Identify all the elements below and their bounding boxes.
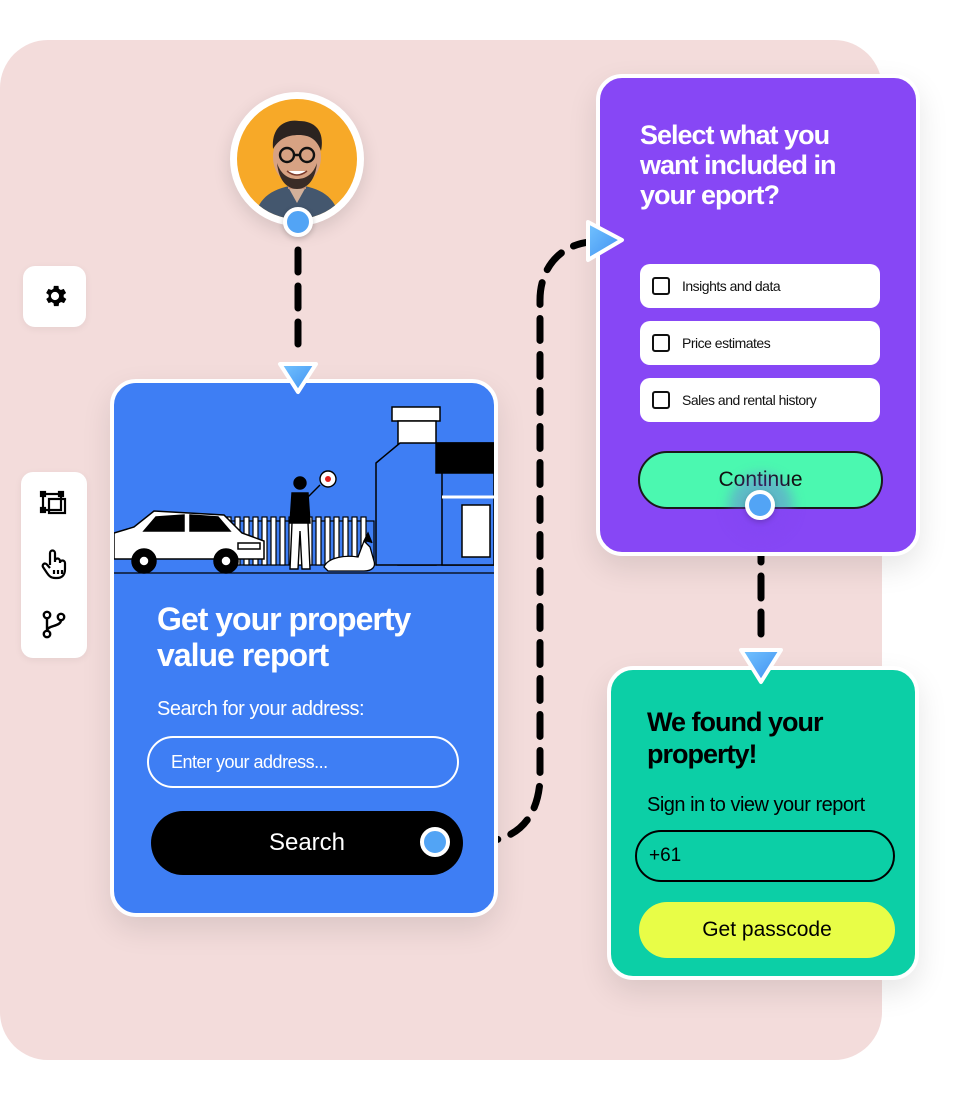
- phone-input[interactable]: [635, 830, 895, 882]
- street-illustration: [114, 406, 494, 574]
- search-button[interactable]: Search: [151, 811, 463, 875]
- search-card-title: Get your property value report: [157, 601, 411, 673]
- gear-icon[interactable]: [35, 276, 75, 316]
- option-insights[interactable]: Insights and data: [640, 264, 880, 308]
- option-sales-history[interactable]: Sales and rental history: [640, 378, 880, 422]
- get-passcode-label: Get passcode: [702, 918, 832, 941]
- checkbox[interactable]: [652, 334, 670, 352]
- connector-dot-search[interactable]: [420, 827, 450, 857]
- select-card-title: Select what you want included in your ep…: [640, 120, 837, 210]
- connector-dot-continue[interactable]: [745, 490, 775, 520]
- connector-dot-avatar[interactable]: [283, 207, 313, 237]
- continue-button-label: Continue: [718, 468, 803, 491]
- settings-toolbar: [23, 266, 86, 327]
- option-label: Price estimates: [682, 335, 771, 351]
- option-price-estimates[interactable]: Price estimates: [640, 321, 880, 365]
- select-card: Select what you want included in your ep…: [596, 74, 920, 556]
- hand-pointer-icon[interactable]: [34, 544, 74, 584]
- user-avatar: [230, 92, 364, 226]
- found-card-title: We found your property!: [647, 707, 824, 769]
- search-card-subtitle: Search for your address:: [157, 698, 365, 720]
- found-card: We found your property! Sign in to view …: [607, 666, 919, 980]
- avatar-photo: [237, 99, 357, 219]
- tools-toolbar: [21, 472, 87, 658]
- branch-icon[interactable]: [34, 604, 74, 644]
- address-input[interactable]: [147, 736, 459, 788]
- get-passcode-button[interactable]: Get passcode: [639, 902, 895, 958]
- checkbox[interactable]: [652, 277, 670, 295]
- found-card-subtitle: Sign in to view your report: [647, 794, 865, 816]
- frame-select-icon[interactable]: [34, 484, 74, 524]
- option-label: Sales and rental history: [682, 392, 817, 408]
- search-button-label: Search: [268, 829, 346, 856]
- checkbox[interactable]: [652, 391, 670, 409]
- option-label: Insights and data: [682, 278, 781, 294]
